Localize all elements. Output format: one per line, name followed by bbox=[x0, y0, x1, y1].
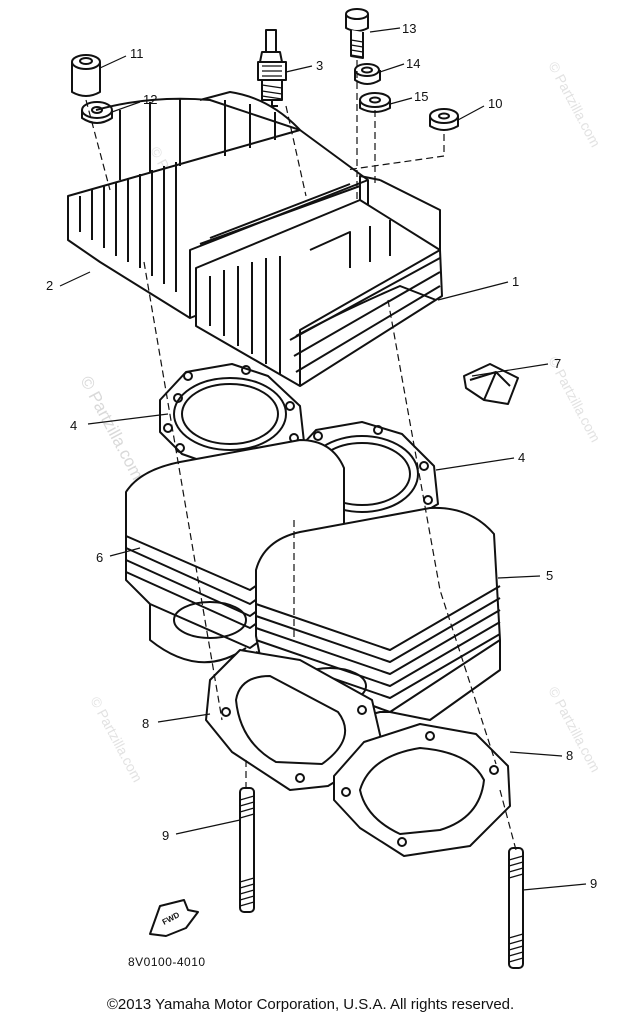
label-12[interactable]: 12 bbox=[143, 92, 157, 107]
copyright-notice: ©2013 Yamaha Motor Corporation, U.S.A. A… bbox=[106, 996, 515, 1013]
part-7-wedge[interactable] bbox=[463, 363, 519, 405]
part-5-cylinder-front[interactable] bbox=[255, 506, 501, 721]
label-9-left[interactable]: 9 bbox=[162, 828, 169, 843]
watermark-right-top: © Partzilla.com bbox=[545, 59, 603, 150]
label-4-rear[interactable]: 4 bbox=[70, 418, 77, 433]
part-10-nut[interactable] bbox=[429, 108, 459, 131]
label-15[interactable]: 15 bbox=[414, 89, 428, 104]
part-1-cylinder-head-front[interactable] bbox=[195, 175, 443, 387]
label-7[interactable]: 7 bbox=[554, 356, 561, 371]
part-11-collar[interactable] bbox=[71, 54, 101, 97]
leader-lines bbox=[59, 27, 587, 891]
label-8-front[interactable]: 8 bbox=[566, 748, 573, 763]
watermark-left-bottom: © Partzilla.com bbox=[87, 694, 145, 785]
part-9-stud-right[interactable] bbox=[508, 847, 524, 969]
label-13[interactable]: 13 bbox=[402, 21, 416, 36]
label-4-front[interactable]: 4 bbox=[518, 450, 525, 465]
part-number-labels: 11 12 3 13 14 15 10 2 1 4 4 6 5 7 8 8 9 … bbox=[46, 21, 597, 891]
label-3[interactable]: 3 bbox=[316, 58, 323, 73]
label-14[interactable]: 14 bbox=[406, 56, 420, 71]
label-5[interactable]: 5 bbox=[546, 568, 553, 583]
part-8-base-gasket-front[interactable] bbox=[333, 723, 511, 857]
part-13-bolt[interactable] bbox=[345, 8, 369, 59]
label-8-rear[interactable]: 8 bbox=[142, 716, 149, 731]
label-2[interactable]: 2 bbox=[46, 278, 53, 293]
diagram-code: 8V0100-4010 bbox=[128, 955, 206, 969]
part-14-nut[interactable] bbox=[354, 63, 381, 85]
assembly-lines bbox=[85, 60, 517, 851]
part-3-spark-plug[interactable] bbox=[257, 29, 287, 107]
watermark-center: © Partzilla.com bbox=[76, 373, 147, 483]
label-9-right[interactable]: 9 bbox=[590, 876, 597, 891]
label-11[interactable]: 11 bbox=[130, 46, 144, 61]
label-6[interactable]: 6 bbox=[96, 550, 103, 565]
label-10[interactable]: 10 bbox=[488, 96, 502, 111]
part-15-washer[interactable] bbox=[359, 92, 391, 113]
watermark-right-bottom: © Partzilla.com bbox=[545, 684, 603, 775]
fwd-arrow-icon: FWD bbox=[149, 899, 199, 937]
part-12-washer[interactable] bbox=[81, 101, 113, 124]
part-9-stud-left[interactable] bbox=[239, 787, 255, 913]
label-1[interactable]: 1 bbox=[512, 274, 519, 289]
part-4-head-gasket-rear[interactable] bbox=[159, 363, 305, 469]
